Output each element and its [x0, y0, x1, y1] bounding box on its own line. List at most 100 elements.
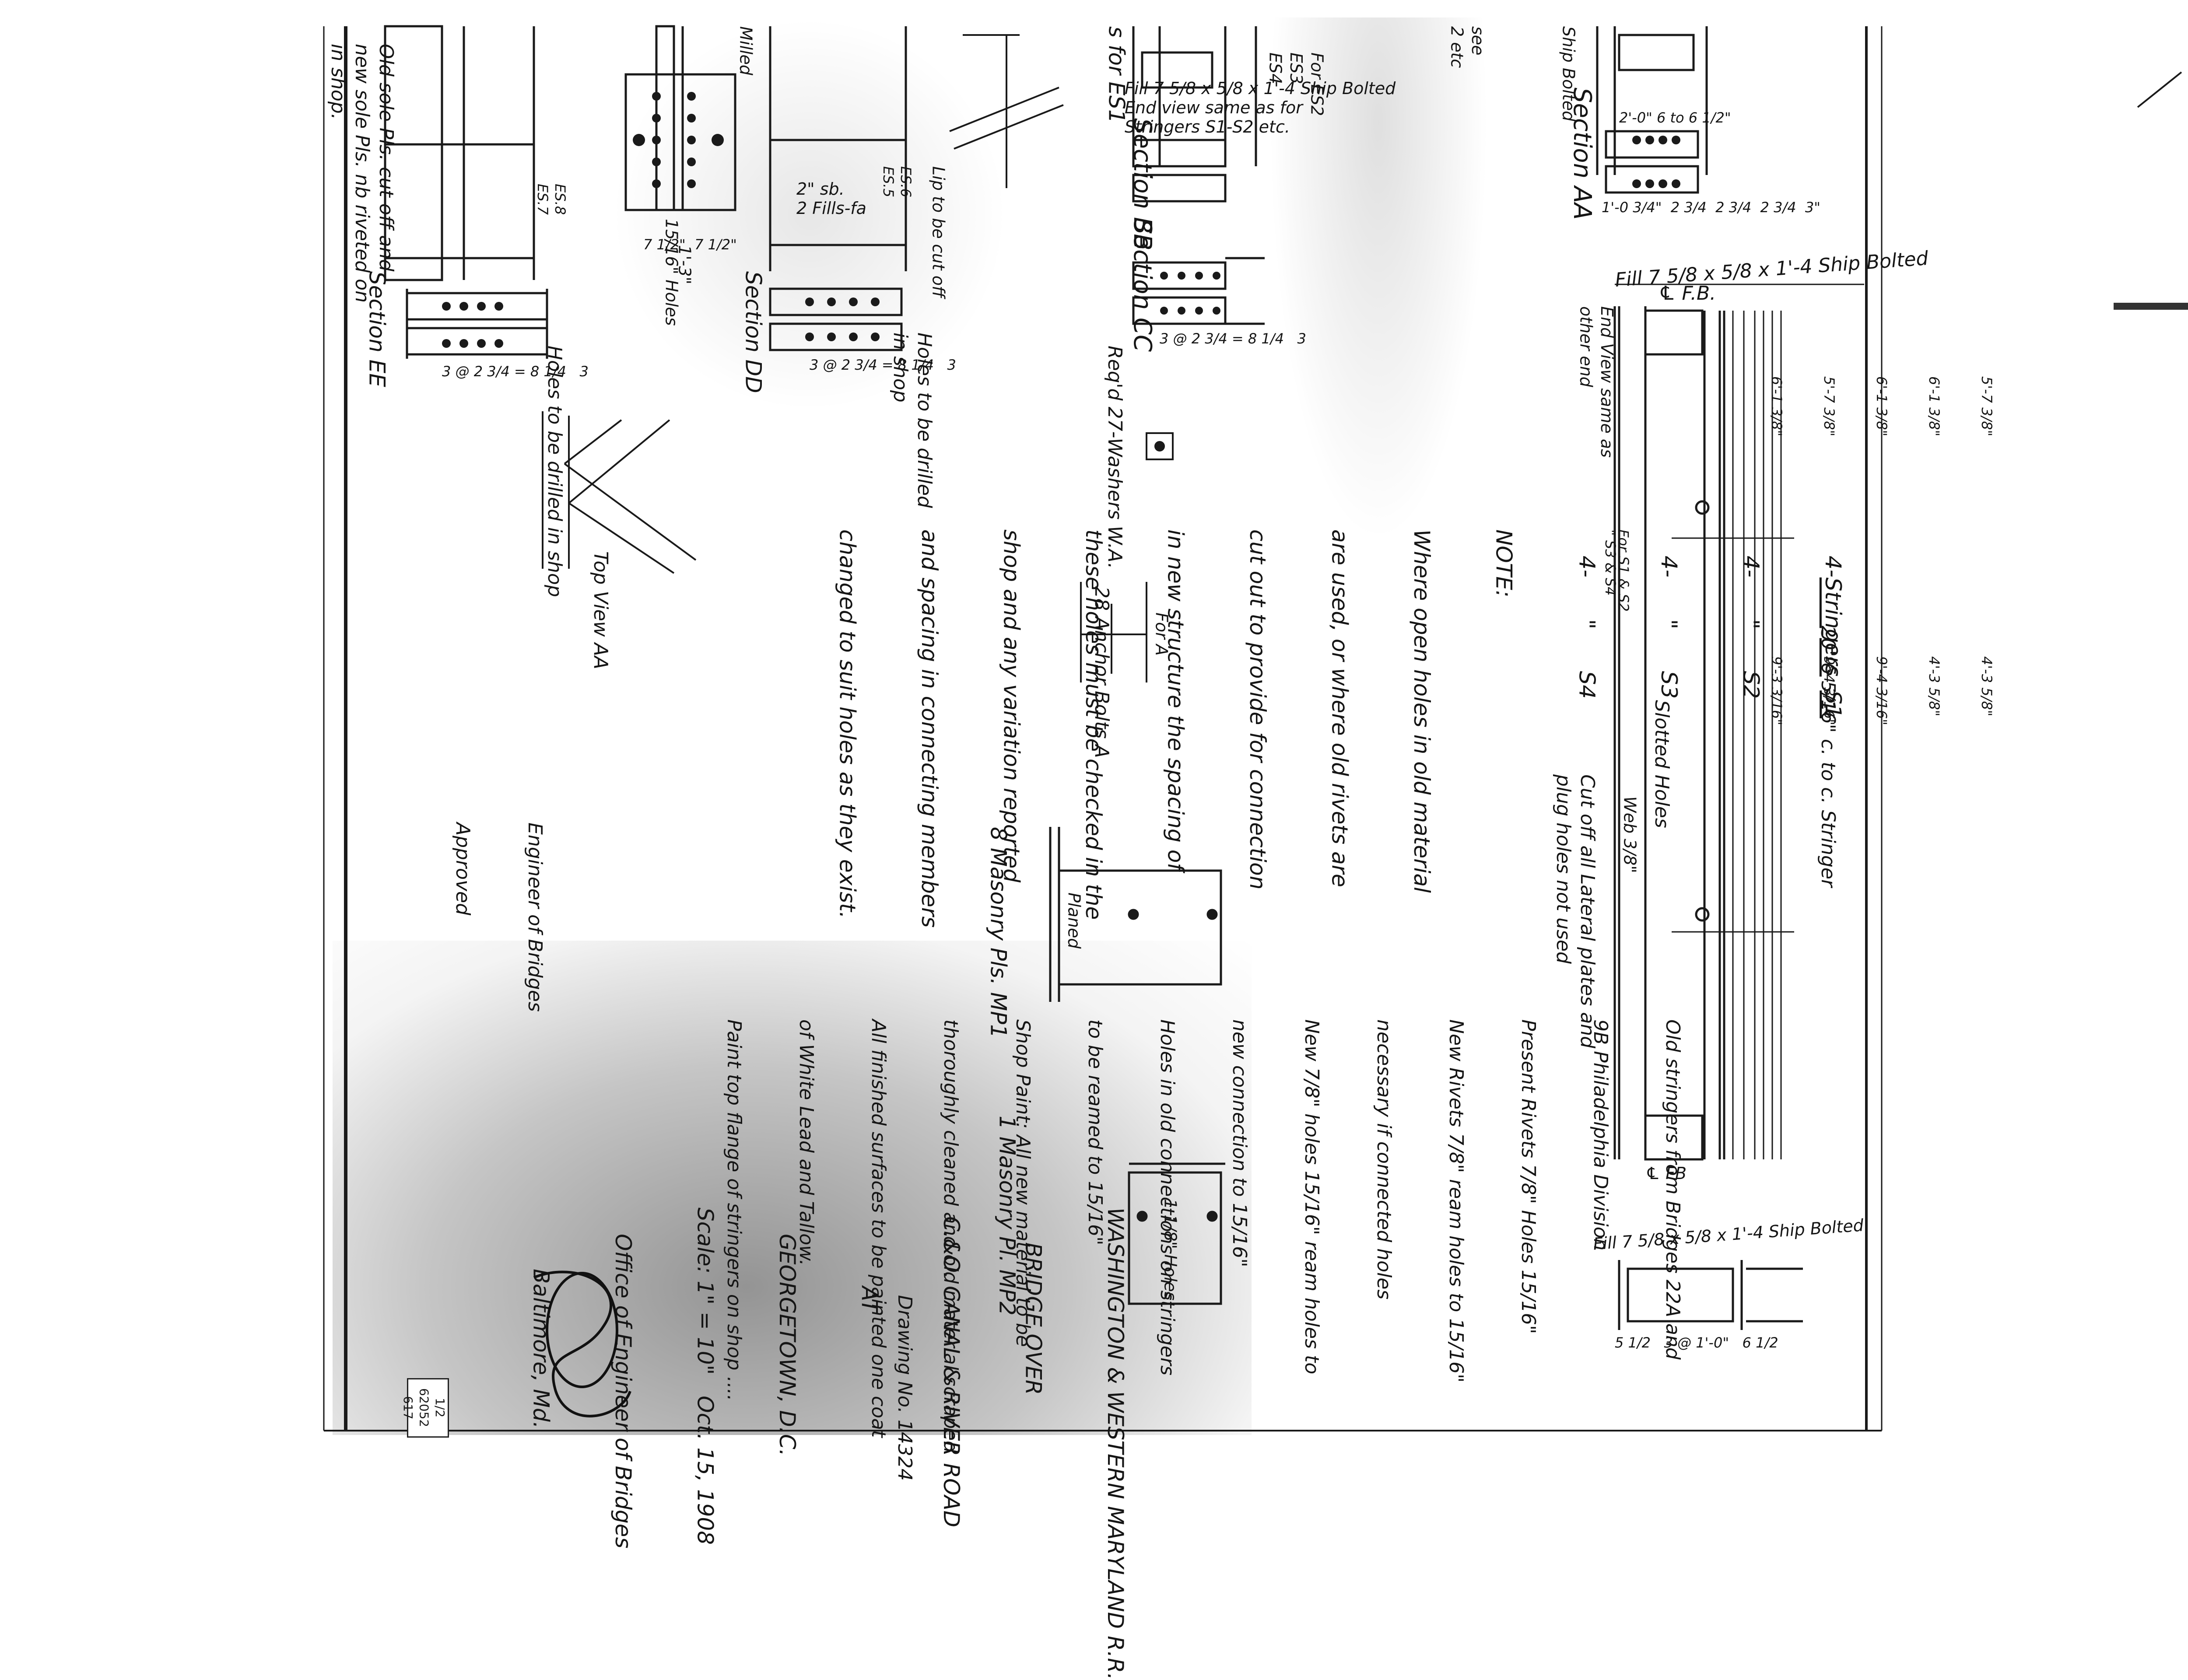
dims-bottom-row: 4'-3 5/8" 4'-3 5/8" 9'-4 3/16" 9'-4 3/16… — [1733, 656, 2030, 725]
dimension: 9'-3 3/16" — [1768, 656, 1785, 725]
dim-bottom-fill: 5 1/2 3 @ 1'-0" 6 1/2 — [1615, 1334, 1778, 1351]
stringer-name: Stringers — [1820, 577, 1846, 677]
note-line: and spacing in connecting members — [917, 529, 942, 928]
dimension: 9'-4 3/16" — [1821, 656, 1837, 725]
label-old-sole-plates: Old sole Pls. cut off and new sole Pls. … — [327, 44, 397, 303]
dim-13: 1'-3" — [675, 245, 694, 284]
label-holes-mp2: 1 1/8" Holes — [1161, 1199, 1180, 1301]
label-es5-es6: ES.6 ES.5 — [880, 166, 914, 198]
label-masonry-mp2: 1 Masonry Pl. MP2 — [994, 1116, 1020, 1316]
label-sb-fills: 2" sb. 2 Fills-fa — [796, 179, 866, 218]
stringer-name: " — [1574, 619, 1600, 630]
instruction-line: to be reamed to 15/16" — [1084, 1019, 1106, 1246]
label-cut-lateral: Cut off all Lateral plates and plug hole… — [1552, 774, 1599, 1049]
label-holes-drilled: Holes to be drilled in shop — [543, 346, 566, 597]
label-es7-es8: ES.8 ES.7 — [534, 184, 568, 215]
label-anchor-bolts: 28 Anchor Bolts A — [1090, 586, 1113, 758]
scan-smudge — [333, 941, 1252, 1435]
label-centerline-fb-top: ℄ F.B. — [1659, 282, 1716, 304]
instruction-line: 9B Philadelphia Division — [1589, 1019, 1612, 1251]
label-web: Web 3/8" — [1620, 796, 1640, 873]
stringer-schedule: 4-Stringers S1 4- " S2 4- " S3 4- " S4 — [1518, 556, 1901, 718]
stringer-mark: S1 — [1820, 690, 1846, 718]
instruction-line: Present Rivets 7/8" Holes 15/16" — [1517, 1019, 1539, 1334]
stringer-count: 4- — [1656, 556, 1682, 578]
instruction-line: Old stringers from Bridges 22A and — [1662, 1019, 1684, 1360]
dimension: 6'-1 3/8" — [1873, 376, 1890, 437]
dimension: 4'-3 5/8" — [1978, 656, 1995, 717]
stamp-line: 62052 — [417, 1388, 431, 1428]
stringer-count: 4- — [1738, 556, 1764, 578]
title-at: AT — [856, 1286, 882, 1313]
file-stamp: 1/2 62052 617 — [401, 1378, 449, 1438]
fabrication-instructions: Old stringers from Bridges 22A and 9B Ph… — [674, 1019, 1733, 1453]
dimension: 5'-7 3/8" — [1978, 376, 1995, 437]
dims-top-row: 5'-7 3/8" 6'-1 3/8" 6'-1 3/8" 5'-7 3/8" … — [1733, 376, 2030, 436]
title-structure: BRIDGE OVER — [1020, 1242, 1046, 1395]
label-for-s1-s2: For S1 & S2 — [1615, 529, 1632, 612]
stringer-row: 4-Stringers S1 — [1820, 556, 1847, 718]
note-line: changed to suit holes as they exist. — [835, 529, 860, 919]
label-section-bb: Section BB — [1128, 118, 1157, 251]
general-note: NOTE: Where open holes in old material a… — [779, 529, 1572, 928]
label-es1: s for ES1 — [1104, 26, 1129, 123]
note-line: these holes must be checked in the — [1081, 529, 1106, 920]
title-location: GEORGETOWN, D.C. — [775, 1234, 800, 1456]
stamp-line: 617 — [401, 1396, 416, 1420]
label-ship-bolted: Ship Bolted — [1559, 26, 1578, 122]
stringer-name: " — [1738, 619, 1764, 630]
dim-ee: 3 @ 2 3/4 = 8 1/4 3 — [442, 363, 589, 380]
stringer-name: " — [1656, 619, 1682, 630]
stringer-count: 4- — [1574, 556, 1600, 578]
label-lip-cut: Lip to be cut off — [929, 166, 948, 298]
label-end-view: End View same as other end — [1576, 306, 1617, 458]
label-top-view-aa: Top View AA — [589, 551, 612, 669]
dimension: 6'-1 3/8" — [1768, 376, 1785, 437]
title-date: Oct. 15, 1908 — [692, 1396, 718, 1545]
label-slotted-holes: Slotted Holes — [1651, 700, 1673, 828]
title-city: Baltimore, Md. — [528, 1269, 554, 1429]
title-scale-date: Scale: 1" = 10" Oct. 15, 1908 — [691, 1208, 719, 1680]
title-scale: Scale: 1" = 10" — [692, 1208, 718, 1375]
dim-aa-bottom: 1'-0 3/4" 2 3/4 2 3/4 2 3/4 3" — [1602, 199, 1820, 216]
instruction-line: All finished surfaces to be painted one … — [867, 1019, 890, 1438]
label-holes-drilled: Holes to be drilled in shop — [889, 332, 936, 508]
dim-aa-top: 2'-0" 6 to 6 1/2" — [1619, 109, 1731, 126]
dim-dd: 3 @ 2 3/4 = 8 1/4 3 — [810, 357, 956, 373]
stringer-row: 4- " S2 — [1737, 556, 1765, 718]
instruction-line: of White Lead and Tallow. — [795, 1019, 817, 1266]
title-crossing: C.&O. CANAL & RIVER ROAD — [939, 1216, 964, 1527]
label-washers: Req'd 27-Washers W.A. — [1104, 346, 1126, 569]
detail-dd-rivets — [633, 92, 880, 341]
top-view-aa-drawing — [542, 411, 697, 574]
label-holes-1516: 15/16" Holes — [662, 219, 681, 326]
note-line: shop and any variation reported — [999, 529, 1024, 883]
instruction-line: new connection to 15/16" — [1228, 1019, 1251, 1267]
stringer-mark: S3 — [1656, 671, 1682, 699]
instruction-line: New 7/8" holes 15/16" ream holes to — [1301, 1019, 1323, 1375]
section-aa-drawing — [1596, 26, 1708, 194]
section-ee-rivets — [442, 302, 503, 348]
section-ee-drawing — [406, 289, 548, 359]
label-section-dd: Section DD — [740, 271, 766, 393]
label-for-s3-s4: " S3 & S4 — [1602, 529, 1619, 596]
connection-detail-dd — [624, 25, 907, 351]
instruction-line: New Rivets 7/8" ream holes to 15/16" — [1445, 1019, 1467, 1383]
approver-title: Engineer of Bridges — [524, 822, 546, 1012]
stringer-end-elevation-ee — [384, 25, 535, 281]
label-section-cc: Section CC — [1128, 219, 1157, 352]
approval-block: Engineer of Bridges Approved — [403, 822, 595, 1012]
drawing-linework — [323, 25, 2182, 1432]
dimension: 4'-3 5/8" — [1926, 656, 1943, 717]
diagonal-member — [949, 34, 1064, 188]
margin-tick — [2137, 71, 2182, 108]
approved-label: Approved — [452, 822, 474, 916]
label-for-a: For A — [1152, 612, 1171, 656]
label-see: see 2 etc — [1447, 26, 1488, 68]
anchor-bolt-detail — [1080, 582, 1147, 682]
drawing-sheet: NOTE: Where open holes in old material a… — [323, 18, 2188, 1680]
label-planed: Planed — [1064, 892, 1084, 949]
instruction-line: Holes in old connections on stringers — [1156, 1019, 1178, 1376]
stringer-row: 4- " S3 — [1655, 556, 1683, 718]
masonry-plate-mp1 — [1049, 827, 1222, 1002]
